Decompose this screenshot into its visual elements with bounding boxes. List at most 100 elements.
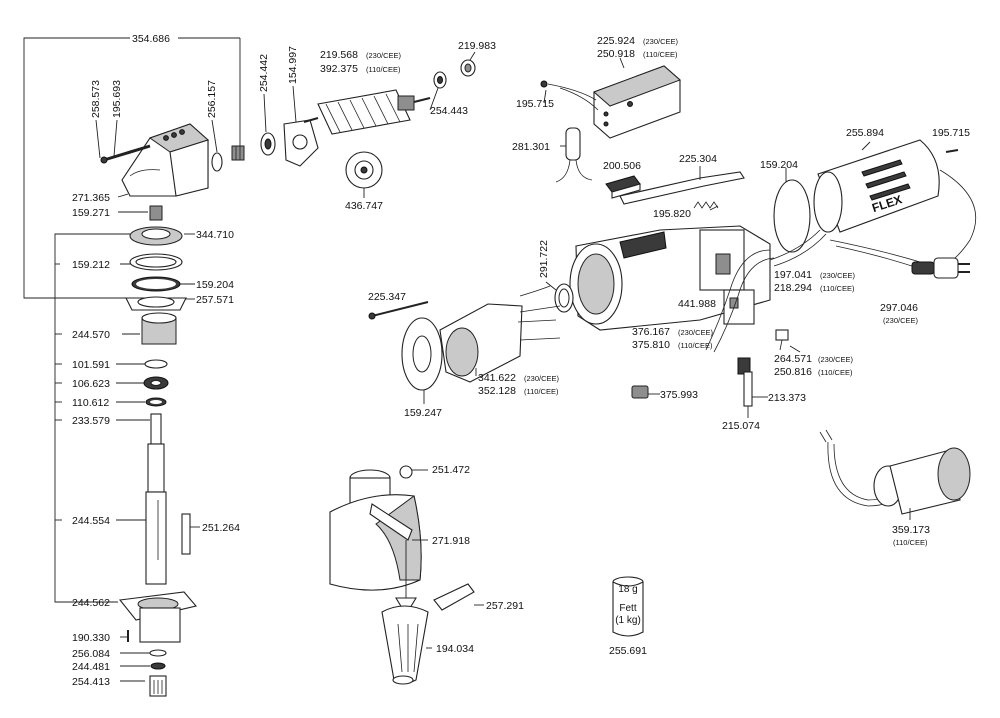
label-375810-tag: (110/CEE): [678, 341, 713, 350]
stator-drawing: [368, 285, 561, 404]
label-344710: 344.710: [196, 229, 234, 241]
brush-parts-labels: 264.571 (230/CEE) 250.816 (110/CEE) 375.…: [660, 353, 854, 432]
label-271918: 271.918: [432, 535, 470, 547]
armature-drawing: [303, 59, 476, 189]
label-250816-tag: (110/CEE): [818, 368, 853, 377]
gearhead-labels: 354.686 258.573 195.693 256.157 254.442 …: [72, 33, 496, 688]
label-106623: 106.623: [72, 378, 110, 390]
label-255691: 255.691: [609, 645, 647, 657]
label-392375-tag: (110/CEE): [366, 65, 401, 74]
label-225924-tag: (230/CEE): [643, 37, 679, 46]
label-264571: 264.571: [774, 353, 812, 365]
label-436747: 436.747: [345, 200, 383, 212]
label-354686: 354.686: [132, 33, 170, 45]
label-254443: 254.443: [430, 105, 468, 117]
grease-size: (1 kg): [615, 615, 641, 626]
label-159247: 159.247: [404, 407, 442, 419]
label-195820: 195.820: [653, 208, 691, 220]
label-255894: 255.894: [846, 127, 884, 139]
motor-housing-drawing: [545, 166, 771, 331]
label-219568-tag: (230/CEE): [366, 51, 402, 60]
label-271365: 271.365: [72, 192, 110, 204]
stator-labels: 225.347 341.622 (230/CEE) 352.128 (110/C…: [368, 291, 560, 419]
rear-cap-drawing: FLEX: [705, 139, 977, 353]
label-225304: 225.304: [679, 153, 717, 165]
label-254442: 254.442: [258, 54, 270, 92]
label-254413: 254.413: [72, 676, 110, 688]
label-213373: 213.373: [768, 392, 806, 404]
guard-handle-drawing: [329, 465, 484, 685]
label-154997: 154.997: [287, 46, 299, 84]
guard-handle-labels: 251.472 271.918 257.291 194.034: [432, 464, 524, 655]
label-244570: 244.570: [72, 329, 110, 341]
label-244481: 244.481: [72, 661, 110, 673]
label-251264: 251.264: [202, 522, 240, 534]
gearhead-bracket-lines: [23, 37, 241, 682]
label-244562: 244.562: [72, 597, 110, 609]
label-190330: 190.330: [72, 632, 110, 644]
label-218294-tag: (110/CEE): [820, 284, 855, 293]
label-441988: 441.988: [678, 298, 716, 310]
grease-amount: 18 g: [618, 584, 637, 595]
label-297046: 297.046: [880, 302, 918, 314]
label-375993: 375.993: [660, 389, 698, 401]
label-194034: 194.034: [436, 643, 474, 655]
label-352128-tag: (110/CEE): [524, 387, 559, 396]
label-258573: 258.573: [90, 80, 102, 118]
switch-box-labels: 225.924 (230/CEE) 250.918 (110/CEE) 195.…: [512, 35, 679, 153]
label-159204b: 159.204: [760, 159, 798, 171]
label-257291: 257.291: [486, 600, 524, 612]
label-297046-tag: (230/CEE): [883, 316, 919, 325]
label-197041-tag: (230/CEE): [820, 271, 856, 280]
label-215074: 215.074: [722, 420, 760, 432]
label-225924: 225.924: [597, 35, 635, 47]
rear-cap-labels: 255.894 195.715 159.204 197.041 (230/CEE…: [760, 127, 970, 325]
label-195715b: 195.715: [932, 127, 970, 139]
label-110612: 110.612: [72, 397, 109, 409]
label-159204a: 159.204: [196, 279, 234, 291]
label-244554: 244.554: [72, 515, 110, 527]
gear-housing-drawing: [100, 119, 319, 197]
label-256157: 256.157: [206, 80, 218, 118]
label-250816: 250.816: [774, 366, 812, 378]
label-197041: 197.041: [774, 269, 812, 281]
label-375810: 375.810: [632, 339, 670, 351]
switch-box-drawing: [540, 57, 681, 183]
spindle-stack-drawing: [118, 205, 198, 697]
label-341622: 341.622: [478, 372, 516, 384]
label-159271: 159.271: [72, 207, 110, 219]
label-281301: 281.301: [512, 141, 550, 153]
label-256084: 256.084: [72, 648, 110, 660]
label-200506: 200.506: [603, 160, 641, 172]
label-392375: 392.375: [320, 63, 358, 75]
label-225347: 225.347: [368, 291, 406, 303]
label-264571-tag: (230/CEE): [818, 355, 854, 364]
label-291722: 291.722: [538, 240, 550, 278]
label-376167: 376.167: [632, 326, 670, 338]
label-257571: 257.571: [196, 294, 234, 306]
brush-parts-drawing: [631, 329, 801, 418]
label-195693: 195.693: [111, 80, 123, 118]
label-101591: 101.591: [72, 359, 110, 371]
label-359173: 359.173: [892, 524, 930, 536]
grease-name: Fett: [619, 603, 636, 614]
label-352128: 352.128: [478, 385, 516, 397]
label-251472: 251.472: [432, 464, 470, 476]
motor-housing-labels: 200.506 225.304 195.820 291.722 441.988 …: [538, 153, 717, 351]
label-250918-tag: (110/CEE): [643, 50, 678, 59]
label-159212: 159.212: [72, 259, 110, 271]
top-leader-lines: [95, 51, 476, 198]
label-250918: 250.918: [597, 48, 635, 60]
plug-110-labels: 359.173 (110/CEE): [892, 524, 930, 547]
label-376167-tag: (230/CEE): [678, 328, 714, 337]
label-218294: 218.294: [774, 282, 812, 294]
grease-can: 18 g Fett (1 kg) 255.691: [609, 576, 647, 657]
label-359173-tag: (110/CEE): [893, 538, 928, 547]
plug-110-drawing: [819, 429, 971, 520]
label-341622-tag: (230/CEE): [524, 374, 560, 383]
label-219983: 219.983: [458, 40, 496, 52]
label-233579: 233.579: [72, 415, 110, 427]
label-195715a: 195.715: [516, 98, 554, 110]
label-219568: 219.568: [320, 49, 358, 61]
